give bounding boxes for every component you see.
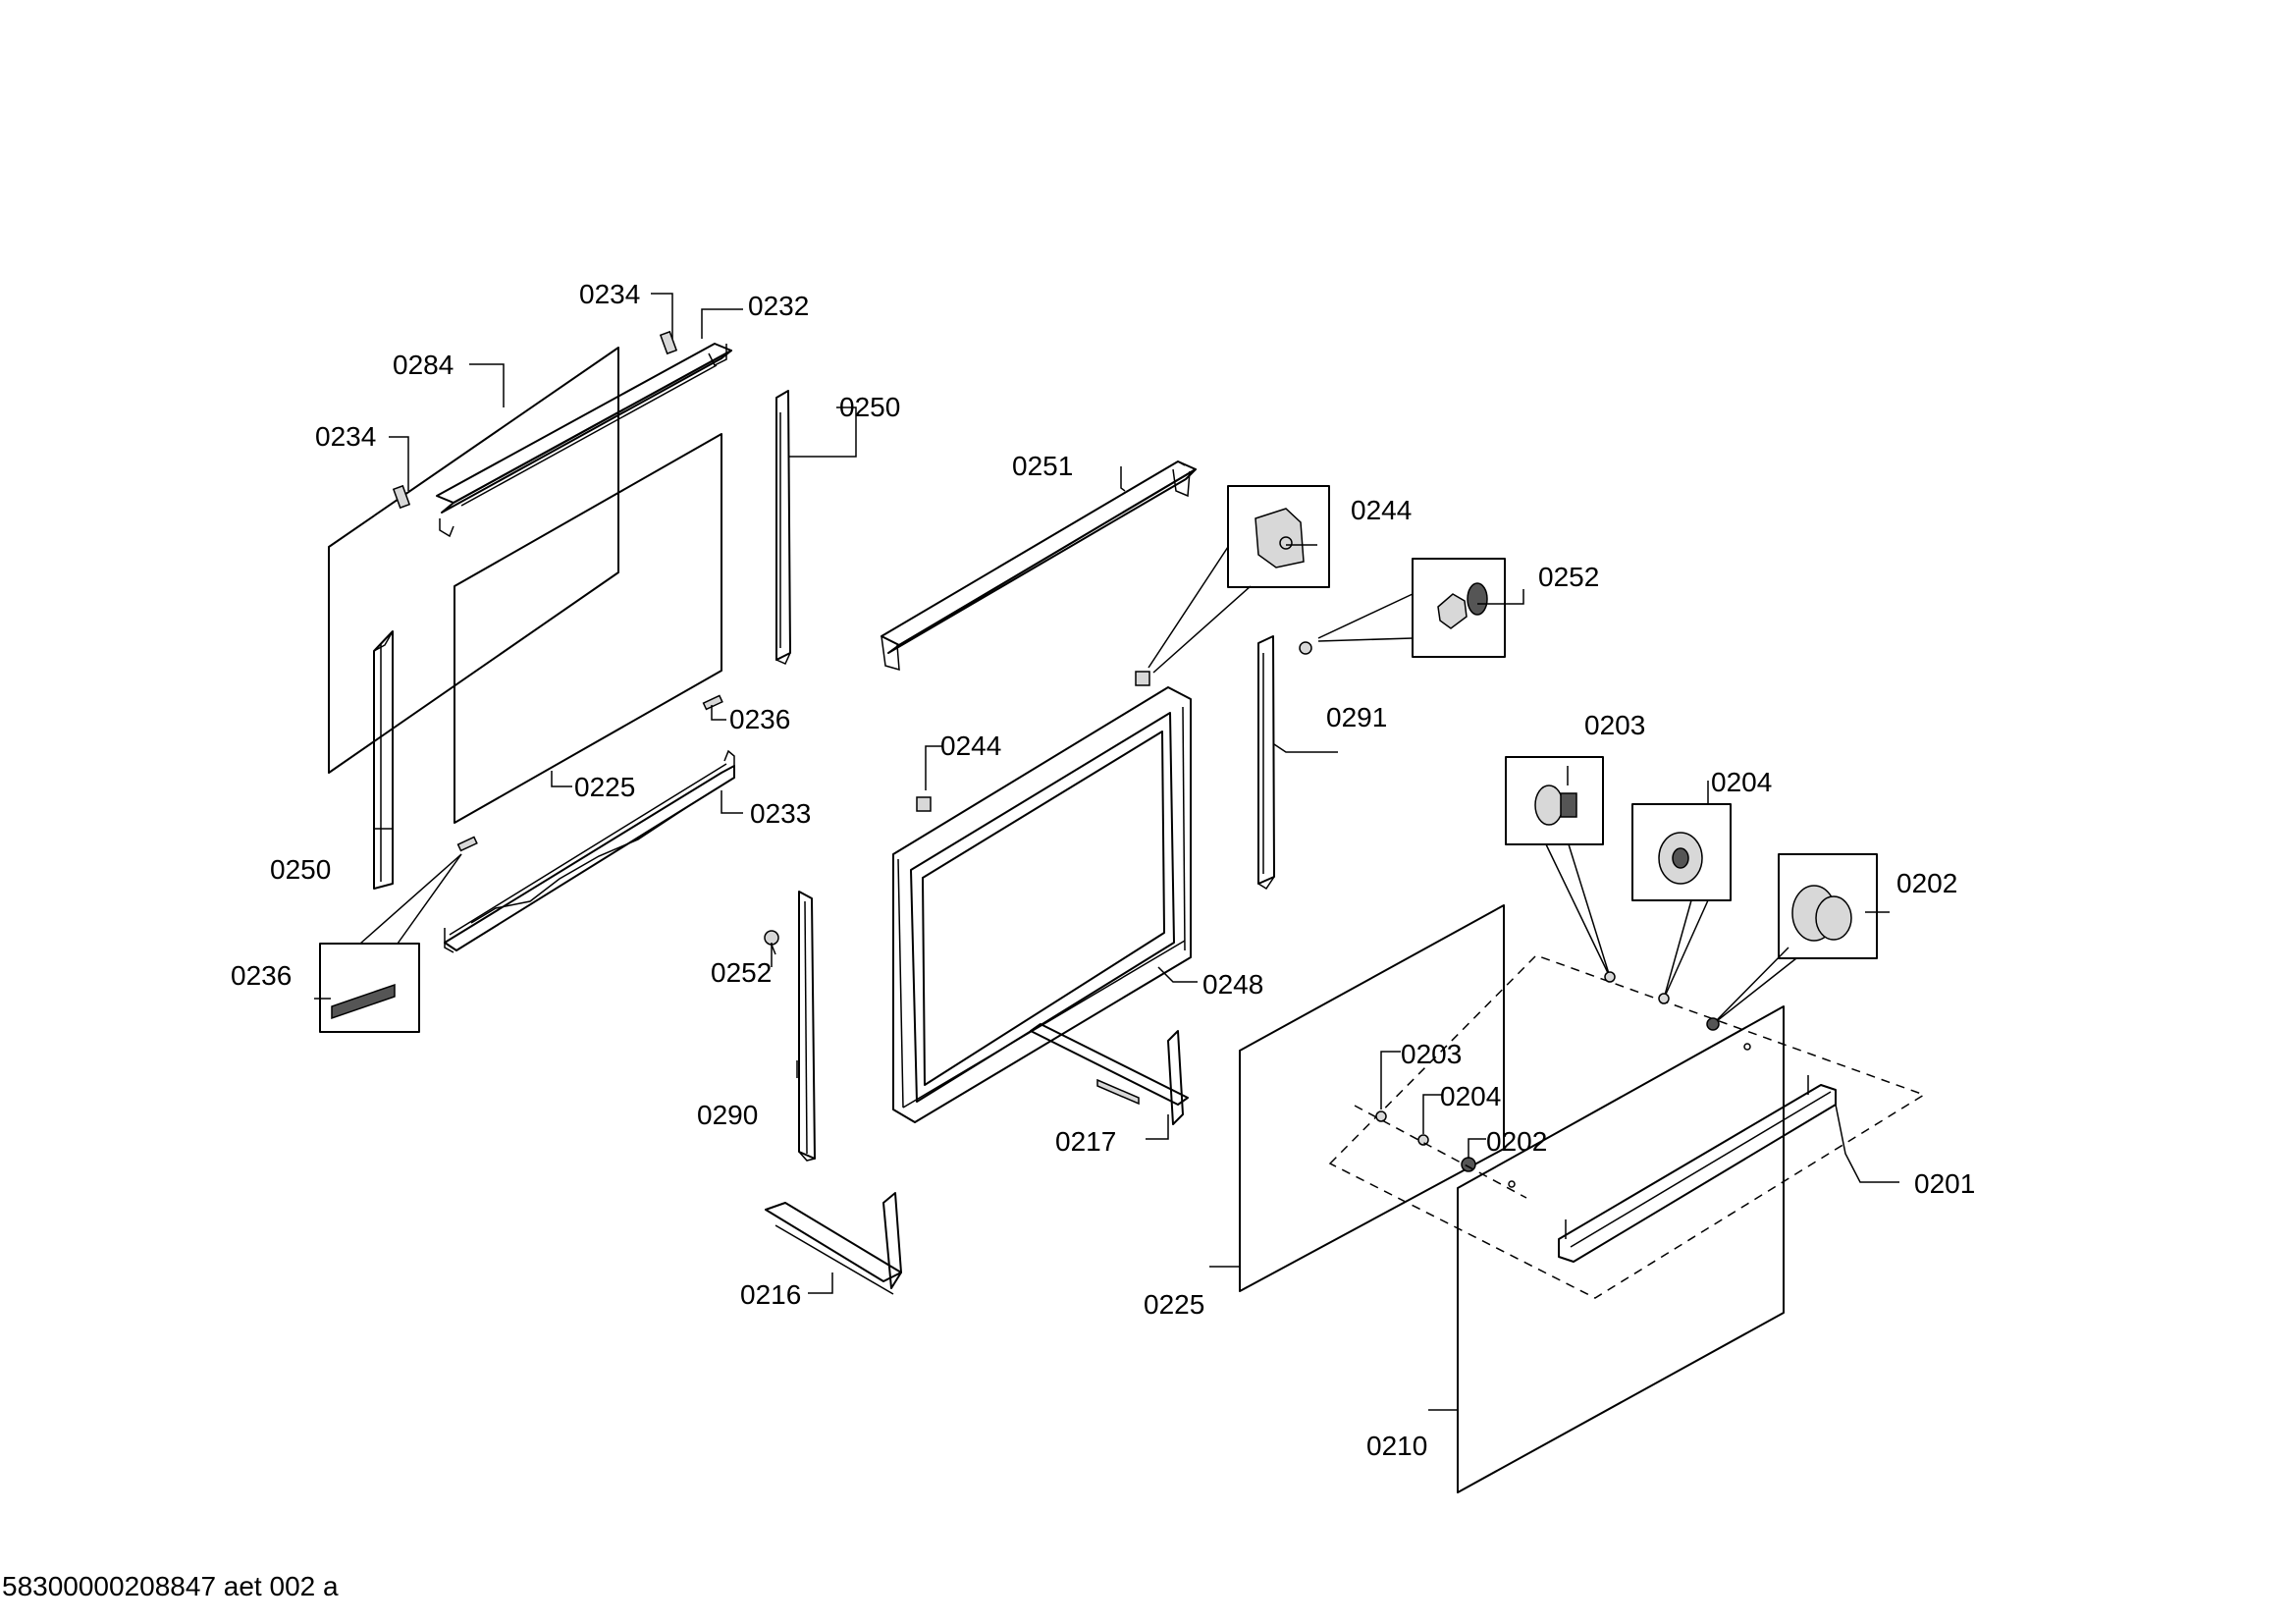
callout-0233: 0233 (750, 798, 811, 829)
inner-glass-panel-0225-left (454, 433, 722, 824)
callout-0250-right: 0250 (839, 392, 900, 422)
document-id: 58300000208847 aet 002 a (2, 1571, 339, 1601)
hinge-0217 (1030, 1023, 1189, 1125)
clip-0234-left (392, 484, 411, 510)
detail-box-0204 (1631, 803, 1732, 1004)
callout-0284: 0284 (393, 350, 454, 380)
detail-box-0202 (1706, 853, 1878, 1031)
callout-0225-right: 0225 (1144, 1289, 1204, 1320)
clip-0244-top (1135, 671, 1150, 686)
side-profile-0250-right (775, 390, 791, 665)
callout-0203-row: 0203 (1401, 1039, 1462, 1069)
callout-0252-screw: 0252 (711, 957, 772, 988)
side-profile-0291 (1257, 635, 1275, 891)
inner-frame-0248 (892, 686, 1192, 1123)
inner-glass-panel-0225-right (1239, 904, 1505, 1292)
callout-0248: 0248 (1202, 969, 1263, 1000)
callout-0290: 0290 (697, 1100, 758, 1130)
detail-box-0236 (319, 853, 462, 1033)
callout-0251: 0251 (1012, 451, 1073, 481)
callout-0234-left: 0234 (315, 421, 376, 452)
clip-0234-top (659, 330, 678, 355)
hinge-0216 (765, 1192, 902, 1295)
callout-0244-frame: 0244 (940, 731, 1001, 761)
outer-glass-door-0210 (1457, 1005, 1785, 1493)
top-frame-profile-0251 (881, 460, 1197, 672)
callout-0252-detail: 0252 (1538, 562, 1599, 592)
bottom-profile-0233 (444, 749, 735, 953)
callout-0244-detail: 0244 (1351, 495, 1412, 525)
detail-box-0203 (1505, 756, 1616, 983)
callout-0291: 0291 (1326, 702, 1387, 732)
callout-0202-row: 0202 (1486, 1126, 1547, 1157)
callout-0234-top: 0234 (579, 279, 640, 309)
top-profile-0232 (436, 343, 732, 538)
handle-bar-0201 (1508, 1043, 1837, 1263)
spacer-0236-small-left (456, 836, 478, 852)
callout-0202-detail: 0202 (1896, 868, 1957, 898)
callout-0217: 0217 (1055, 1126, 1116, 1157)
detail-box-0244 (1148, 485, 1330, 674)
outer-glass-panel-0284 (328, 347, 619, 774)
side-profile-0250-left (373, 630, 394, 890)
callout-0216: 0216 (740, 1279, 801, 1310)
callout-0225-left: 0225 (574, 772, 635, 802)
small-parts-row (1354, 1105, 1527, 1199)
callout-0210: 0210 (1366, 1431, 1427, 1461)
callout-0204-row: 0204 (1440, 1081, 1501, 1111)
side-profile-0290 (798, 891, 816, 1162)
callout-0203-detail: 0203 (1584, 710, 1645, 740)
leader-lines (314, 293, 1899, 1411)
detail-box-0252-top (1299, 558, 1506, 658)
callout-0250-left: 0250 (270, 854, 331, 885)
callout-0236-right: 0236 (729, 704, 790, 734)
spacer-0236-small-right (702, 694, 723, 711)
clip-0244-frame (916, 796, 932, 812)
dashed-handle-envelope (1328, 954, 1926, 1299)
callout-0232: 0232 (748, 291, 809, 321)
callout-0204-detail: 0204 (1711, 767, 1772, 797)
callout-0201: 0201 (1914, 1168, 1975, 1199)
callout-0236-detail: 0236 (231, 960, 292, 991)
